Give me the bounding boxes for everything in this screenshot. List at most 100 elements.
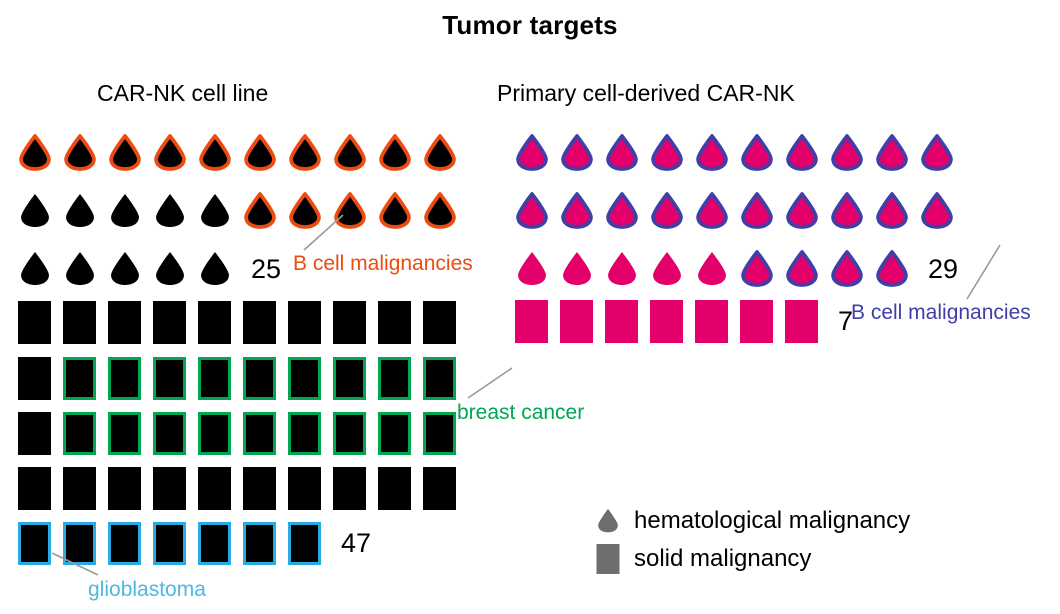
icon-plain xyxy=(198,186,243,236)
icon-highlighted xyxy=(243,412,288,455)
droplet-icon xyxy=(876,250,908,287)
icon-highlighted xyxy=(378,412,423,455)
icon-highlighted xyxy=(288,412,333,455)
droplet-icon xyxy=(201,252,229,285)
square-icon xyxy=(18,467,51,510)
square-icon xyxy=(333,357,366,400)
square-icon xyxy=(333,301,366,344)
icon-highlighted xyxy=(198,357,243,400)
icon-plain xyxy=(423,467,468,510)
square-icon xyxy=(560,300,593,343)
square-icon xyxy=(288,301,321,344)
droplet-icon xyxy=(561,192,593,229)
square-icon xyxy=(243,522,276,565)
square-icon xyxy=(423,357,456,400)
square-icon xyxy=(288,357,321,400)
square-icon xyxy=(63,467,96,510)
icon-plain xyxy=(740,300,785,343)
icon-highlighted xyxy=(830,186,875,236)
square-icon xyxy=(333,467,366,510)
icon-highlighted xyxy=(333,412,378,455)
right-hematological-row-3: 29 xyxy=(515,244,958,294)
icon-plain xyxy=(605,300,650,343)
droplet-icon xyxy=(786,250,818,287)
icon-plain xyxy=(63,186,108,236)
left-hematological-row-3: 25 xyxy=(18,244,281,294)
icon-highlighted xyxy=(423,357,468,400)
droplet-icon xyxy=(698,252,726,285)
icon-highlighted xyxy=(288,186,333,236)
icon-highlighted xyxy=(243,522,288,565)
droplet-icon xyxy=(598,509,618,533)
square-icon xyxy=(695,300,728,343)
icon-highlighted xyxy=(153,357,198,400)
droplet-icon xyxy=(289,134,321,171)
icon-highlighted xyxy=(153,412,198,455)
droplet-icon xyxy=(831,134,863,171)
droplet-icon xyxy=(111,194,139,227)
droplet-icon xyxy=(831,250,863,287)
icon-highlighted xyxy=(785,244,830,294)
square-icon xyxy=(108,301,141,344)
square-icon xyxy=(108,412,141,455)
droplet-icon xyxy=(66,252,94,285)
icon-plain xyxy=(18,357,63,400)
icon-plain xyxy=(18,186,63,236)
droplet-icon xyxy=(741,192,773,229)
icon-highlighted xyxy=(785,186,830,236)
icon-highlighted xyxy=(740,244,785,294)
square-icon xyxy=(153,301,186,344)
icon-highlighted xyxy=(108,412,153,455)
icon-plain xyxy=(650,244,695,294)
icon-highlighted xyxy=(605,186,650,236)
square-icon xyxy=(650,300,683,343)
icon-highlighted xyxy=(378,128,423,178)
square-icon xyxy=(333,412,366,455)
icon-plain xyxy=(515,244,560,294)
icon-plain xyxy=(333,301,378,344)
icon-highlighted xyxy=(153,128,198,178)
legend: hematological malignancy solid malignanc… xyxy=(596,502,910,578)
icon-highlighted xyxy=(63,128,108,178)
droplet-icon xyxy=(21,252,49,285)
icon-plain xyxy=(18,467,63,510)
icon-highlighted xyxy=(243,128,288,178)
droplet-icon xyxy=(199,134,231,171)
left-hematological-count: 25 xyxy=(251,254,282,284)
droplet-icon xyxy=(561,134,593,171)
icon-plain xyxy=(153,186,198,236)
annotation-b-cell-left: B cell malignancies xyxy=(293,252,473,275)
square-icon xyxy=(243,412,276,455)
square-icon xyxy=(63,412,96,455)
icon-highlighted xyxy=(423,412,468,455)
icon-plain xyxy=(108,301,153,344)
square-icon xyxy=(243,357,276,400)
icon-plain xyxy=(153,467,198,510)
icon-highlighted xyxy=(288,357,333,400)
square-icon xyxy=(288,467,321,510)
icon-highlighted xyxy=(108,128,153,178)
droplet-icon xyxy=(921,134,953,171)
square-icon xyxy=(18,357,51,400)
square-icon xyxy=(153,467,186,510)
square-icon xyxy=(423,412,456,455)
droplet-icon xyxy=(563,252,591,285)
droplet-icon xyxy=(786,134,818,171)
droplet-icon xyxy=(66,194,94,227)
square-icon xyxy=(243,467,276,510)
droplet-icon xyxy=(379,134,411,171)
icon-highlighted xyxy=(333,128,378,178)
droplet-icon xyxy=(19,134,51,171)
droplet-icon xyxy=(831,192,863,229)
icon-plain xyxy=(18,301,63,344)
icon-highlighted xyxy=(695,186,740,236)
icon-plain xyxy=(63,301,108,344)
icon-highlighted xyxy=(515,128,560,178)
droplet-icon xyxy=(334,192,366,229)
droplet-icon xyxy=(289,192,321,229)
square-icon xyxy=(63,522,96,565)
icon-highlighted xyxy=(333,357,378,400)
square-icon xyxy=(108,522,141,565)
droplet-icon xyxy=(111,252,139,285)
left-solid-row-2 xyxy=(18,357,468,400)
